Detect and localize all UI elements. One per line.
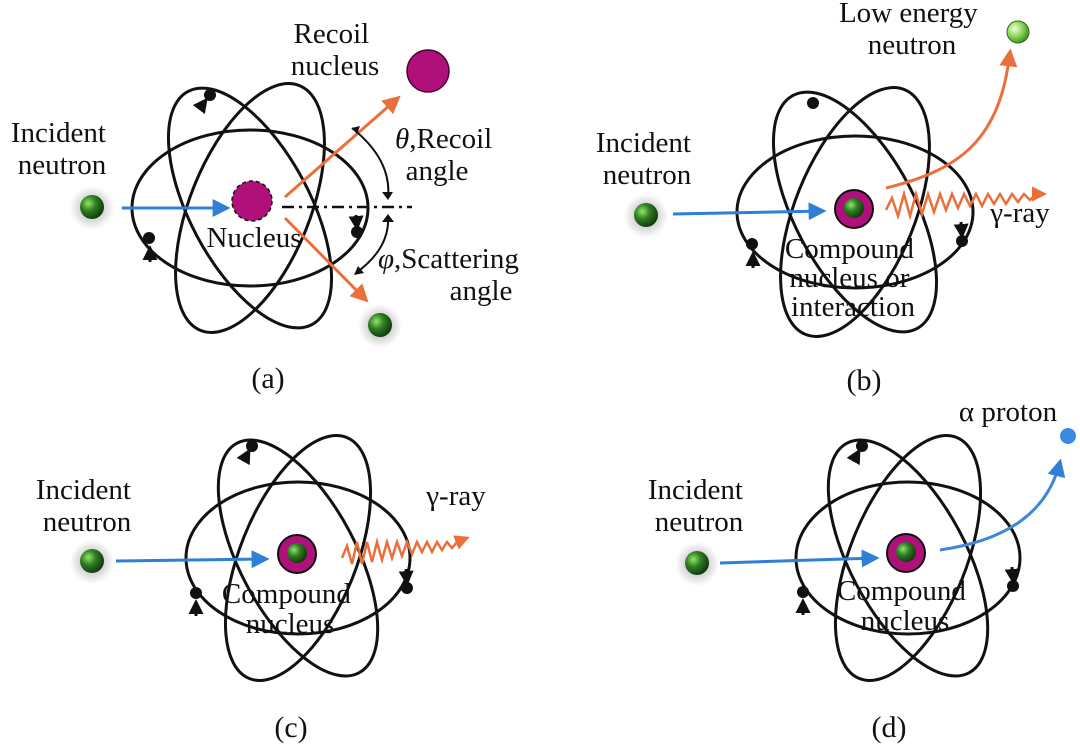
incident-label-c: Incident neutron — [36, 474, 138, 538]
compound-label-b: Compound nucleus or interaction — [785, 233, 921, 323]
orbit-arrow-d3 — [1004, 566, 1020, 584]
incident-label-d: Incident neutron — [648, 474, 750, 538]
incident-neutron-d — [685, 551, 709, 575]
orbit-arrow-b2 — [953, 221, 969, 239]
theta-arrowhead-up — [352, 126, 360, 134]
caption-b: (b) — [847, 364, 882, 397]
low-energy-label-b: Low energy neutron — [839, 0, 985, 61]
electron-c1 — [246, 440, 258, 452]
orbit-arrow-a3 — [348, 214, 364, 231]
phi-arrowhead-up — [382, 214, 394, 222]
electron-d2 — [797, 586, 809, 598]
incident-arrow-c — [115, 550, 270, 569]
electron-c2 — [190, 587, 202, 599]
orbit-arrow-d2 — [846, 448, 861, 466]
low-energy-path-b — [885, 48, 1018, 190]
incident-label-a: Incident neutron — [11, 117, 113, 181]
gamma-ray-b — [884, 186, 1047, 221]
recoil-nucleus-a — [406, 49, 450, 93]
incident-arrow-d — [719, 549, 880, 568]
scatter-arrow-a — [283, 216, 369, 303]
panel-a: Incident neutron Nucleus Recoil nucleus … — [11, 18, 519, 395]
electron-c3 — [401, 582, 413, 594]
phi-label-line2: angle — [450, 275, 513, 307]
electron-b3 — [956, 235, 968, 247]
phi-arrowhead-down — [354, 266, 364, 275]
recoil-arrow-a — [284, 95, 401, 199]
orbit-arrow-c2 — [236, 448, 251, 466]
phi-angle-arc — [355, 216, 390, 274]
electron-d1 — [856, 440, 868, 452]
electron-a1 — [204, 89, 216, 101]
nucleus-label-a: Nucleus — [206, 222, 301, 254]
orbit-arrow-c3 — [398, 568, 414, 586]
compound-label-c: Compound nucleus — [222, 578, 358, 640]
theta-label-line2: angle — [406, 155, 469, 187]
atom-orbits-c — [184, 434, 412, 682]
electron-a2 — [143, 232, 155, 244]
caption-c: (c) — [274, 711, 307, 744]
recoil-nucleus-label-a: Recoil nucleus — [291, 18, 380, 82]
compound-core-c — [287, 543, 307, 563]
compound-core-d — [896, 542, 916, 562]
theta-label: θ,Recoil — [395, 123, 492, 155]
panel-b: Incident neutron Compound nucleus or int… — [596, 0, 1050, 397]
alpha-path-d — [939, 458, 1066, 552]
panel-d: Incident neutron Compound nucleus α prot… — [648, 396, 1076, 744]
panel-c: Incident neutron Compound nucleus γ-ray … — [36, 434, 486, 744]
proton-label-d: α proton — [959, 396, 1058, 428]
theta-angle-arc — [351, 127, 390, 199]
scattered-neutron-a — [368, 313, 392, 337]
electron-b1 — [807, 97, 819, 109]
nucleus-a — [231, 180, 273, 222]
gamma-ray-c — [340, 535, 470, 565]
low-energy-neutron-b — [1006, 20, 1030, 44]
incident-neutron-b — [634, 203, 658, 227]
compound-label-d: Compound nucleus — [837, 575, 973, 637]
theta-arrowhead-down — [382, 192, 393, 200]
alpha-proton-d — [1060, 428, 1076, 444]
compound-core-b — [844, 198, 864, 218]
electron-d3 — [1007, 580, 1019, 592]
gamma-label-b: γ-ray — [989, 197, 1050, 229]
electron-b2 — [746, 238, 758, 250]
caption-d: (d) — [872, 711, 907, 744]
incident-label-b: Incident neutron — [596, 127, 698, 191]
incident-neutron-a — [80, 195, 104, 219]
atom-orbits-d — [794, 434, 1022, 682]
orbit-arrow-a2 — [192, 97, 208, 115]
gamma-label-c: γ-ray — [425, 480, 486, 512]
caption-a: (a) — [251, 362, 284, 395]
phi-label: φ,Scattering — [378, 243, 519, 275]
incident-neutron-c — [80, 549, 104, 573]
incident-arrow-b — [672, 202, 827, 221]
